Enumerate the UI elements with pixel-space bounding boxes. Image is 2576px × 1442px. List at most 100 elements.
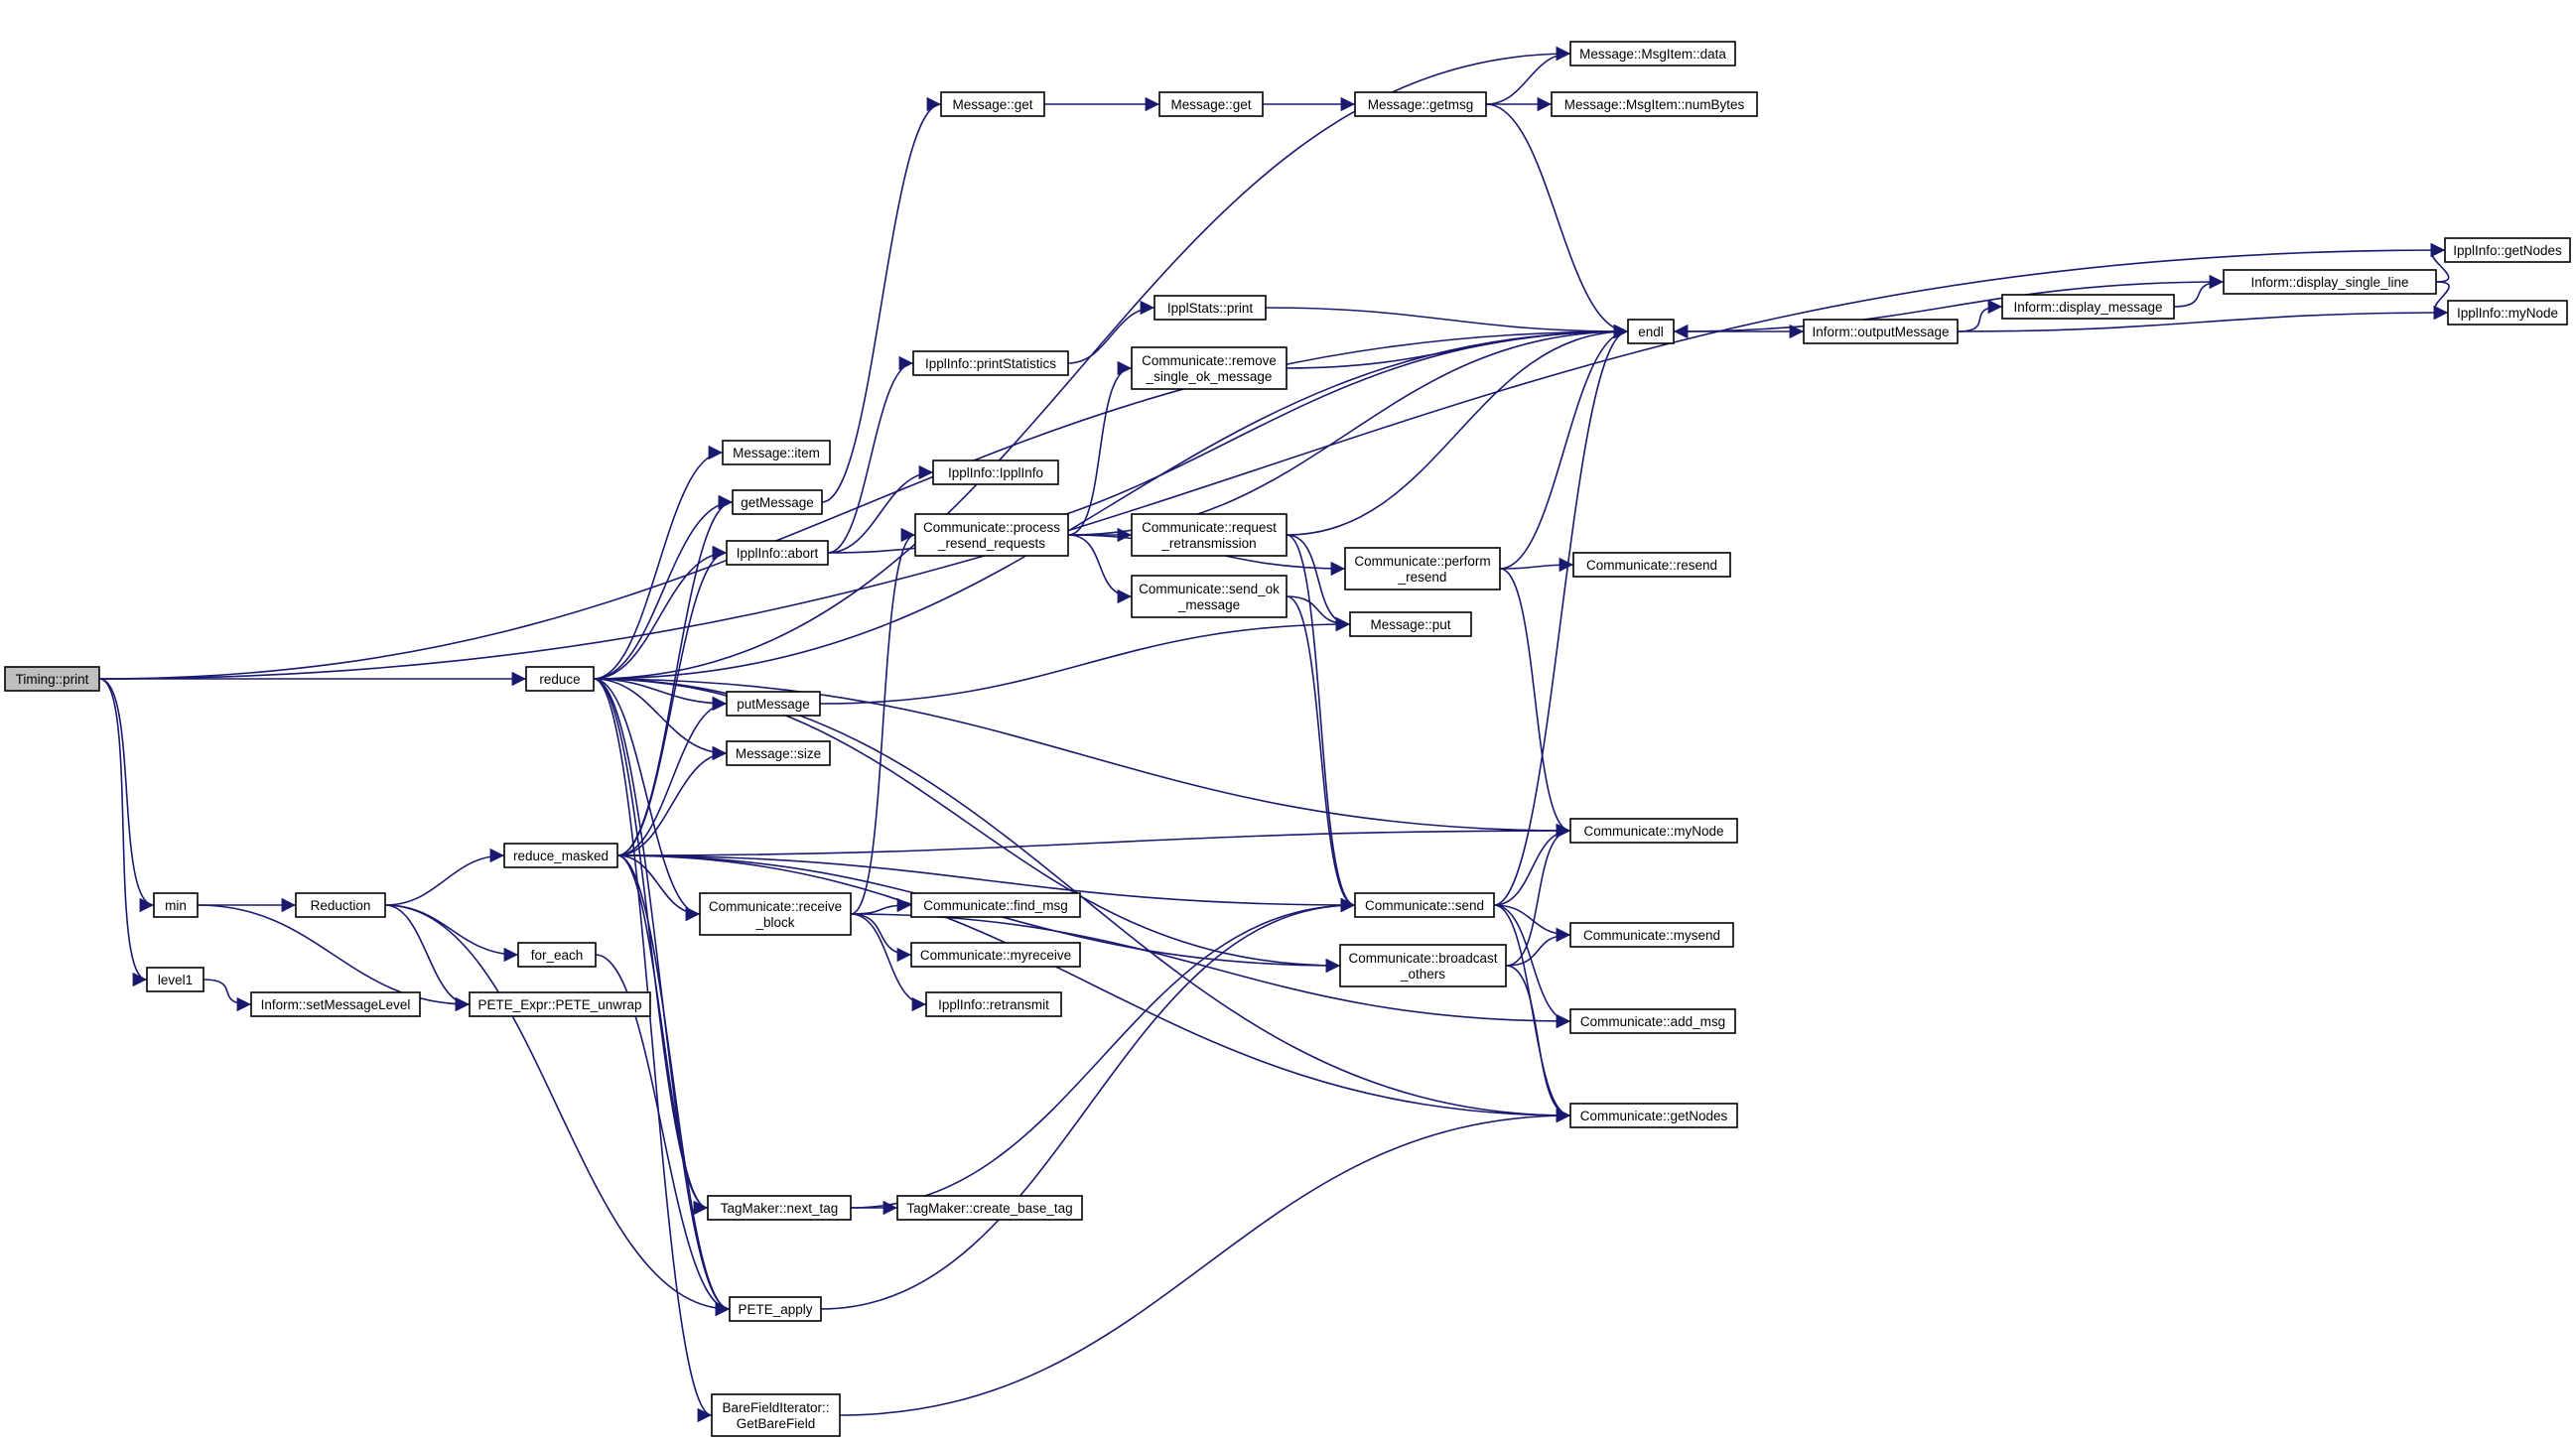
node-box [1344,547,1501,590]
node-label: _resend [1398,570,1447,585]
node-ipplinfo-printstatistics[interactable]: IpplInfo::printStatistics [912,350,1069,376]
node-reduce[interactable]: reduce [525,666,595,692]
edge-ipplstats-print-to-endl [1265,307,1629,339]
node-box [707,1195,852,1221]
edge-ipplinfo-printstatistics-to-ipplstats-print [1067,300,1155,364]
node-label: Inform::setMessageLevel [261,997,411,1012]
edge-tagmaker-next-tag-to-comm-send [850,897,1356,1209]
node-label: Message::put [1370,617,1450,632]
node-label: Message::size [736,746,821,761]
node-inform-setmsglevel[interactable]: Inform::setMessageLevel [250,991,421,1017]
node-comm-remove-single-ok[interactable]: Communicate::remove_single_ok_message [1131,346,1288,390]
node-label: Communicate::add_msg [1580,1014,1725,1029]
node-message-size[interactable]: Message::size [726,740,831,766]
node-label: IpplInfo::getNodes [2453,243,2562,258]
edge-reduction-to-reduce-masked [384,848,505,906]
node-message-getmsg[interactable]: Message::getmsg [1354,91,1487,117]
node-box [525,666,595,692]
node-message-item[interactable]: Message::item [722,440,831,465]
node-ipplinfo-getnodes[interactable]: IpplInfo::getNodes [2444,237,2571,263]
node-tagmaker-next-tag[interactable]: TagMaker::next_tag [707,1195,852,1221]
node-label: _others [1400,967,1445,982]
node-ipplstats-print[interactable]: IpplStats::print [1153,295,1267,321]
node-message-get1[interactable]: Message::get [940,91,1045,117]
node-comm-send-ok[interactable]: Communicate::send_ok_message [1131,575,1288,618]
node-ipplinfo-ipplinfo[interactable]: IpplInfo::IpplInfo [932,459,1059,485]
node-msgitem-numbytes[interactable]: Message::MsgItem::numBytes [1551,91,1758,117]
node-box [153,892,199,918]
node-message-put[interactable]: Message::put [1349,611,1472,637]
node-box [722,440,831,465]
node-comm-broadcast-others[interactable]: Communicate::broadcast_others [1339,944,1507,987]
node-label: Communicate::resend [1586,558,1717,573]
node-ipplinfo-retransmit[interactable]: IpplInfo::retransmit [925,991,1062,1017]
node-label: _block [754,915,794,930]
edge-reduce-masked-to-ipplinfo-abort [616,545,728,856]
node-label: _message [1177,597,1240,612]
node-comm-perform-resend[interactable]: Communicate::perform_resend [1344,547,1501,590]
node-comm-resend[interactable]: Communicate::resend [1572,552,1731,578]
node-comm-receive-block[interactable]: Communicate::receive_block [699,892,852,936]
node-label: Message::get [1170,97,1251,112]
node-comm-mysend[interactable]: Communicate::mysend [1569,922,1734,948]
node-comm-send[interactable]: Communicate::send [1354,892,1495,918]
edge-comm-perform-resend-to-comm-resend [1499,557,1574,573]
node-label: Communicate::broadcast [1348,951,1497,966]
node-label: Message::get [952,97,1032,112]
node-comm-request-retrans[interactable]: Communicate::request_retransmission [1131,513,1288,557]
edge-comm-send-ok-to-comm-send [1286,595,1356,913]
node-comm-getnodes[interactable]: Communicate::getNodes [1569,1103,1738,1128]
node-ipplinfo-abort[interactable]: IpplInfo::abort [726,540,829,566]
edge-comm-broadcast-others-to-comm-getnodes [1505,965,1571,1123]
node-pete-unwrap[interactable]: PETE_Expr::PETE_unwrap [469,991,651,1017]
edge-inform-display-single-line-to-endl [1673,281,2225,339]
node-comm-mynode[interactable]: Communicate::myNode [1569,818,1738,844]
node-box [1349,611,1472,637]
node-barefielditerator[interactable]: BareFieldIterator::GetBareField [711,1393,841,1437]
node-msgitem-data[interactable]: Message::MsgItem::data [1569,41,1736,66]
node-label: IpplStats::print [1167,301,1254,316]
node-label: Communicate::receive [709,899,842,914]
node-box [1339,944,1507,987]
node-label: PETE_apply [738,1302,812,1317]
node-label: Message::MsgItem::data [1579,47,1726,62]
edge-comm-receive-block-to-ipplinfo-retransmit [850,913,927,1012]
node-comm-add-msg[interactable]: Communicate::add_msg [1569,1008,1736,1034]
edge-message-getmsg-to-endl [1485,103,1629,339]
node-box [1158,91,1264,117]
node-getmessage[interactable]: getMessage [732,489,823,515]
node-label: Message::getmsg [1368,97,1474,112]
node-comm-process-resend[interactable]: Communicate::process_resend_requests [914,513,1069,557]
node-box [1627,319,1675,344]
node-timing-print[interactable]: Timing::print [4,666,100,692]
edge-reduce-masked-to-message-size [616,745,728,856]
edge-message-getmsg-to-msgitem-data [1485,46,1571,105]
node-comm-find-msg[interactable]: Communicate::find_msg [910,892,1081,918]
node-level1[interactable]: level1 [146,967,204,992]
node-min[interactable]: min [153,892,199,918]
node-comm-myreceive[interactable]: Communicate::myreceive [910,942,1081,968]
edge-comm-receive-block-to-comm-process-resend [850,527,916,915]
node-message-get2[interactable]: Message::get [1158,91,1264,117]
node-box [146,967,204,992]
node-box [1354,91,1487,117]
node-reduce-masked[interactable]: reduce_masked [503,843,618,868]
node-endl[interactable]: endl [1627,319,1675,344]
node-box [503,843,618,868]
node-inform-outputmessage[interactable]: Inform::outputMessage [1803,319,1959,344]
edge-comm-send-to-comm-mynode [1493,823,1571,906]
node-label: Communicate::myreceive [920,948,1071,963]
edge-putmessage-to-message-put [819,616,1351,705]
edge-comm-receive-block-to-comm-myreceive [850,913,912,963]
node-putmessage[interactable]: putMessage [726,691,821,717]
node-for-each[interactable]: for_each [517,942,597,968]
node-inform-display-single-line[interactable]: Inform::display_single_line [2223,269,2437,295]
node-tagmaker-create-base-tag[interactable]: TagMaker::create_base_tag [896,1195,1083,1221]
node-ipplinfo-mynode[interactable]: IpplInfo::myNode [2447,300,2568,326]
node-pete-apply[interactable]: PETE_apply [729,1296,822,1322]
node-inform-display-message[interactable]: Inform::display_message [2001,294,2175,320]
node-reduction[interactable]: Reduction [295,892,386,918]
node-label: Communicate::mysend [1583,928,1720,943]
node-box [1569,41,1736,66]
edge-reduce-to-comm-broadcast-others [593,678,1341,974]
